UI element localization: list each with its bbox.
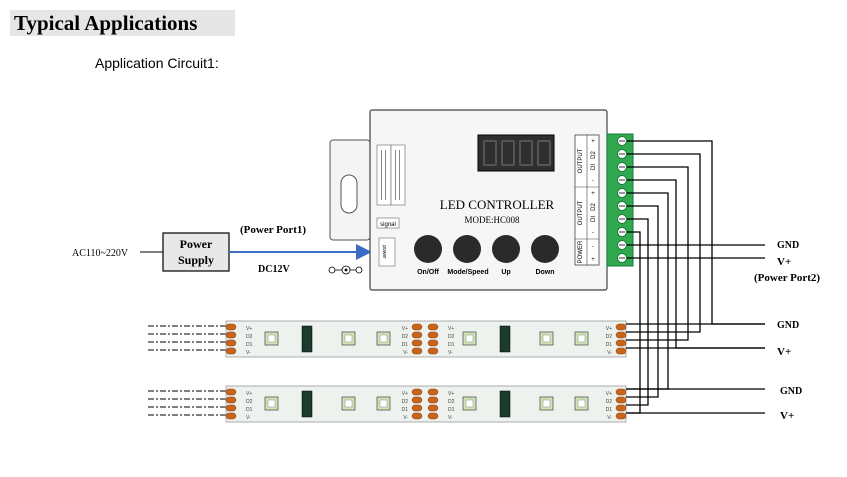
strip-pad-label: D2 xyxy=(246,334,253,340)
strip-pad-label: V- xyxy=(246,415,251,421)
power-supply-label-1: Power xyxy=(180,237,213,251)
page-title: Typical Applications xyxy=(10,10,235,36)
strip-pad-label: D1 xyxy=(246,342,253,348)
pin-label-minus-3: - xyxy=(592,244,594,250)
pin-label-d2-1: D2 xyxy=(591,151,597,159)
pin-label-di-2: DI xyxy=(591,216,597,222)
onoff-label: On/Off xyxy=(417,269,439,276)
strip-pad-label: V+ xyxy=(606,326,612,332)
power-port1-label: (Power Port1) xyxy=(240,224,306,236)
strip-pad-label: D2 xyxy=(402,334,409,340)
dc-voltage-label: DC12V xyxy=(258,264,290,275)
strip-pad-label: D2 xyxy=(402,399,409,405)
rating-label-a xyxy=(376,144,392,206)
down-button[interactable] xyxy=(531,235,559,263)
strip-pad-label: V- xyxy=(607,415,612,421)
power-jack-label xyxy=(378,237,396,267)
strip-pad-label: D2 xyxy=(606,334,613,340)
strip-pad-label: D1 xyxy=(606,407,613,413)
strip-pad-label: D1 xyxy=(448,407,455,413)
pin-label-plus-3: + xyxy=(591,257,595,263)
circuit-subtitle: Application Circuit1: xyxy=(95,55,219,71)
power-supply-label-2: Supply xyxy=(178,253,214,267)
strip-pad-label: V- xyxy=(403,415,408,421)
pin-label-d2-2: D2 xyxy=(591,203,597,211)
strip-pad-label: V+ xyxy=(448,326,454,332)
up-label: Up xyxy=(501,269,510,276)
strip-pad-label: D2 xyxy=(606,399,613,405)
down-label: Down xyxy=(535,269,554,276)
vplus-label-3: V+ xyxy=(780,410,794,422)
strip-pad-label: D1 xyxy=(606,342,613,348)
gnd-label-1: GND xyxy=(777,240,799,251)
strip-pad-label: V- xyxy=(403,350,408,356)
strip-pad-label: V+ xyxy=(246,326,252,332)
strip-pad-label: D1 xyxy=(402,407,409,413)
pin-label-di-1: DI xyxy=(591,164,597,170)
strip-pad-label: V+ xyxy=(402,391,408,397)
strip-pad-label: D2 xyxy=(246,399,253,405)
strip-pad-label: V+ xyxy=(448,391,454,397)
strip-pad-label: D1 xyxy=(448,342,455,348)
strip-pad-label: V- xyxy=(448,350,453,356)
power-jack-text: power xyxy=(381,245,387,259)
pin-label-minus-1: - xyxy=(592,178,594,184)
strip-pad-label: D2 xyxy=(448,334,455,340)
signal-text: signal xyxy=(380,222,396,228)
vplus-label-1: V+ xyxy=(777,256,791,268)
dc-polarity-icon xyxy=(328,265,363,275)
rating-label-lines xyxy=(381,150,400,200)
controller-model: MODE:HC008 xyxy=(464,215,520,225)
pin-label-plus-1: + xyxy=(591,139,595,145)
gnd-label-3: GND xyxy=(780,386,802,397)
terminal-screws xyxy=(617,136,627,263)
pin-label-minus-2: - xyxy=(592,230,594,236)
strip-pad-label: D1 xyxy=(402,342,409,348)
display-digits xyxy=(483,140,551,166)
power-block-label: POWER xyxy=(578,240,584,263)
strip-pad-label: D2 xyxy=(448,399,455,405)
onoff-button[interactable] xyxy=(414,235,442,263)
strip-pad-label: D1 xyxy=(246,407,253,413)
controller-title: LED CONTROLLER xyxy=(440,197,555,212)
strip-pad-label: V- xyxy=(448,415,453,421)
bracket-slot xyxy=(340,174,358,214)
vplus-label-2: V+ xyxy=(777,346,791,358)
power-port2-label: (Power Port2) xyxy=(754,272,820,284)
power-supply-box xyxy=(162,232,230,272)
strip-pad-label: V- xyxy=(607,350,612,356)
ac-voltage-label: AC110~220V xyxy=(72,248,129,259)
signal-port-label xyxy=(376,217,400,229)
strip-pad-label: V+ xyxy=(402,326,408,332)
strip-pad-label: V- xyxy=(246,350,251,356)
led-strips: V+D2D1V-V+D2D1V-V+D2D1V-V+D2D1V-V+D2D1V-… xyxy=(148,320,627,423)
up-button[interactable] xyxy=(492,235,520,263)
mode-speed-button[interactable] xyxy=(453,235,481,263)
output2-label: OUTPUT xyxy=(578,200,584,225)
output1-label: OUTPUT xyxy=(578,148,584,173)
pin-label-plus-2: + xyxy=(591,191,595,197)
gnd-label-2: GND xyxy=(777,320,799,331)
wires xyxy=(626,140,765,414)
strip-pad-label: V+ xyxy=(606,391,612,397)
strip-pad-label: V+ xyxy=(246,391,252,397)
rating-label-b xyxy=(390,144,406,206)
mode-speed-label: Mode/Speed xyxy=(447,269,488,276)
